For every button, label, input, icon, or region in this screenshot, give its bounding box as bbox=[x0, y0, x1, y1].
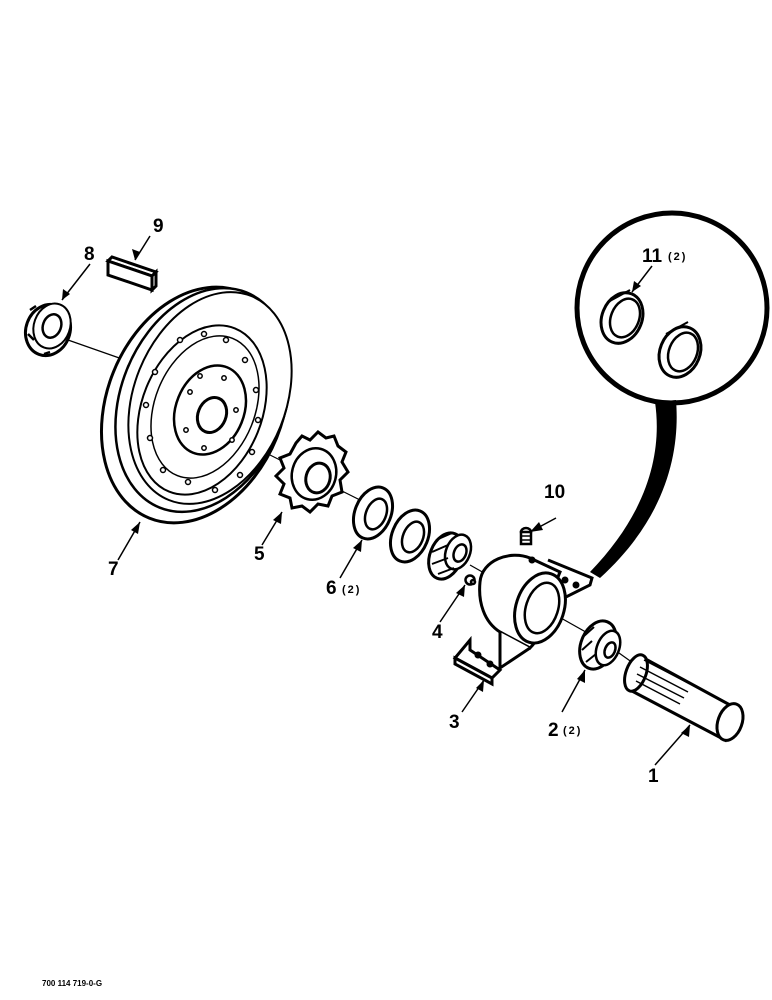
callout-1: 1 bbox=[648, 766, 659, 787]
tapered-roller-bearing-cone-icon bbox=[578, 619, 622, 671]
callout-7: 7 bbox=[108, 559, 119, 580]
detail-magnifier-bubble bbox=[574, 210, 770, 578]
callout-6-qty: (2) bbox=[342, 584, 361, 596]
sprocket-icon bbox=[273, 430, 350, 514]
pillow-block-housing-icon bbox=[452, 553, 594, 687]
callout-2-qty: (2) bbox=[563, 725, 582, 737]
axle-shaft-icon bbox=[623, 653, 745, 743]
figure-reference: 700 114 719-0-G bbox=[42, 979, 102, 988]
callout-3: 3 bbox=[449, 712, 460, 733]
tapered-roller-bearing-cone-icon bbox=[427, 531, 473, 581]
callout-11: 11 bbox=[642, 246, 663, 267]
sheave-pulley-icon bbox=[99, 285, 293, 525]
bearing-cup-icon bbox=[599, 289, 703, 379]
callout-10: 10 bbox=[544, 482, 565, 503]
callout-5: 5 bbox=[254, 544, 265, 565]
set-screw-icon bbox=[519, 526, 533, 546]
callout-6: 6 bbox=[326, 578, 337, 599]
callout-8: 8 bbox=[84, 244, 95, 265]
callout-11-qty: (2) bbox=[668, 251, 687, 263]
square-key-icon bbox=[105, 255, 159, 294]
callout-2: 2 bbox=[548, 720, 559, 741]
lock-nut-icon bbox=[23, 302, 73, 358]
leader-arrowheads bbox=[62, 249, 690, 737]
grease-fitting-icon bbox=[464, 574, 477, 586]
callout-4: 4 bbox=[432, 622, 443, 643]
flat-washer-icon bbox=[351, 485, 432, 564]
callout-9: 9 bbox=[153, 216, 164, 237]
